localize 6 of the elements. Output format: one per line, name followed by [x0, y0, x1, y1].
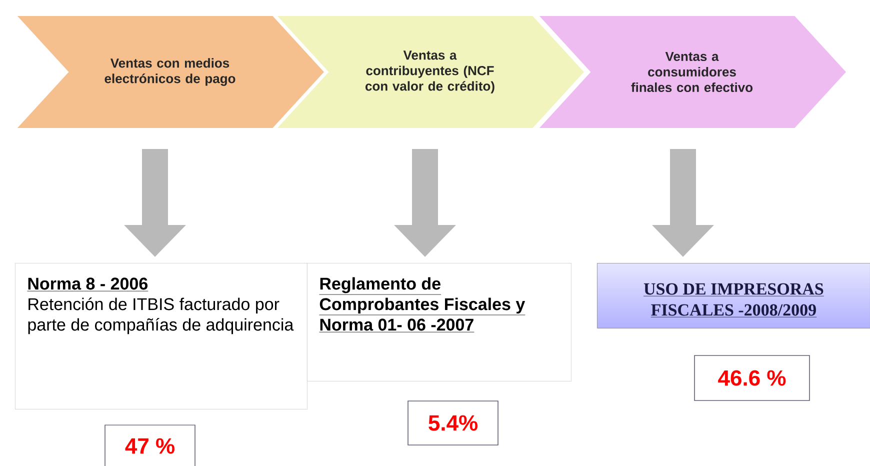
percentage-box: 47 % [104, 424, 196, 466]
percentage-box: 46.6 % [694, 355, 810, 401]
text-box: Norma 8 - 2006 Retención de ITBIS facturado por parte de compañías de adquirencia [15, 263, 308, 410]
percentage-box: 5.4% [408, 400, 498, 446]
text-box: Reglamento de Comprobantes Fiscales y Norma 01- 06 -2007 [307, 263, 572, 382]
title-box: USO DE IMPRESORAS FISCALES -2008/2009 [597, 263, 870, 328]
